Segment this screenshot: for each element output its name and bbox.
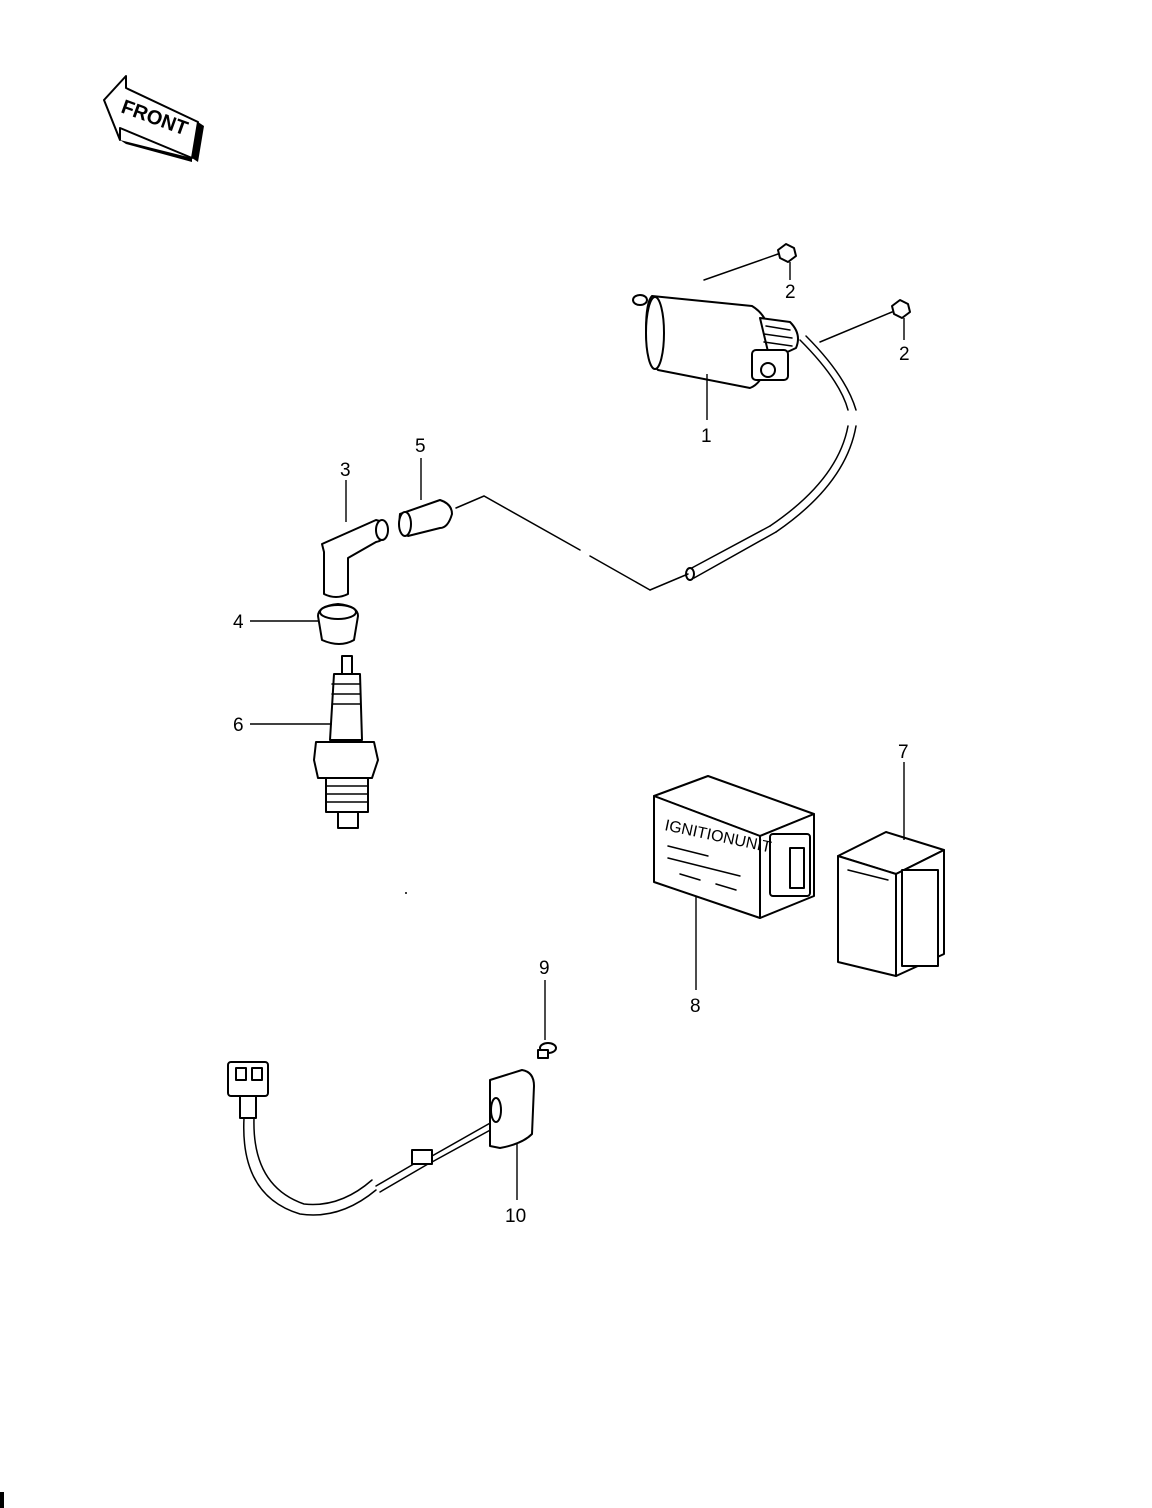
- spark-plug: [250, 655, 379, 829]
- callout-6: 6: [233, 715, 244, 736]
- high-tension-lead: [455, 425, 857, 591]
- mounting-nut-lower: [819, 299, 911, 343]
- callout-2a: 2: [785, 282, 796, 303]
- callout-9: 9: [539, 958, 550, 979]
- spark-plug-cap: [321, 480, 389, 598]
- callout-7: 7: [898, 742, 909, 763]
- callout-8: 8: [690, 996, 701, 1017]
- callout-10: 10: [505, 1206, 526, 1227]
- mounting-nut-upper: [703, 243, 797, 281]
- scan-edge-mark: [0, 1492, 4, 1508]
- cap-seal: [250, 603, 359, 645]
- callout-5: 5: [415, 436, 426, 457]
- ignition-coil: [632, 294, 857, 420]
- callout-1: 1: [701, 426, 712, 447]
- scan-speck: [405, 892, 407, 894]
- lead-terminal: [398, 458, 453, 537]
- callout-3: 3: [340, 460, 351, 481]
- front-arrow-icon: FRONT: [103, 75, 204, 162]
- pickup-screw: [537, 980, 557, 1059]
- callout-4: 4: [233, 612, 244, 633]
- pickup-coil: [227, 1061, 535, 1216]
- ignition-unit: IGNITIONUNIT: [653, 775, 815, 990]
- callout-2b: 2: [899, 344, 910, 365]
- ignition-unit-cover: [837, 762, 945, 977]
- callout-labels: 1 2 2 3 4 5 6 7 8 9 10: [233, 282, 910, 1227]
